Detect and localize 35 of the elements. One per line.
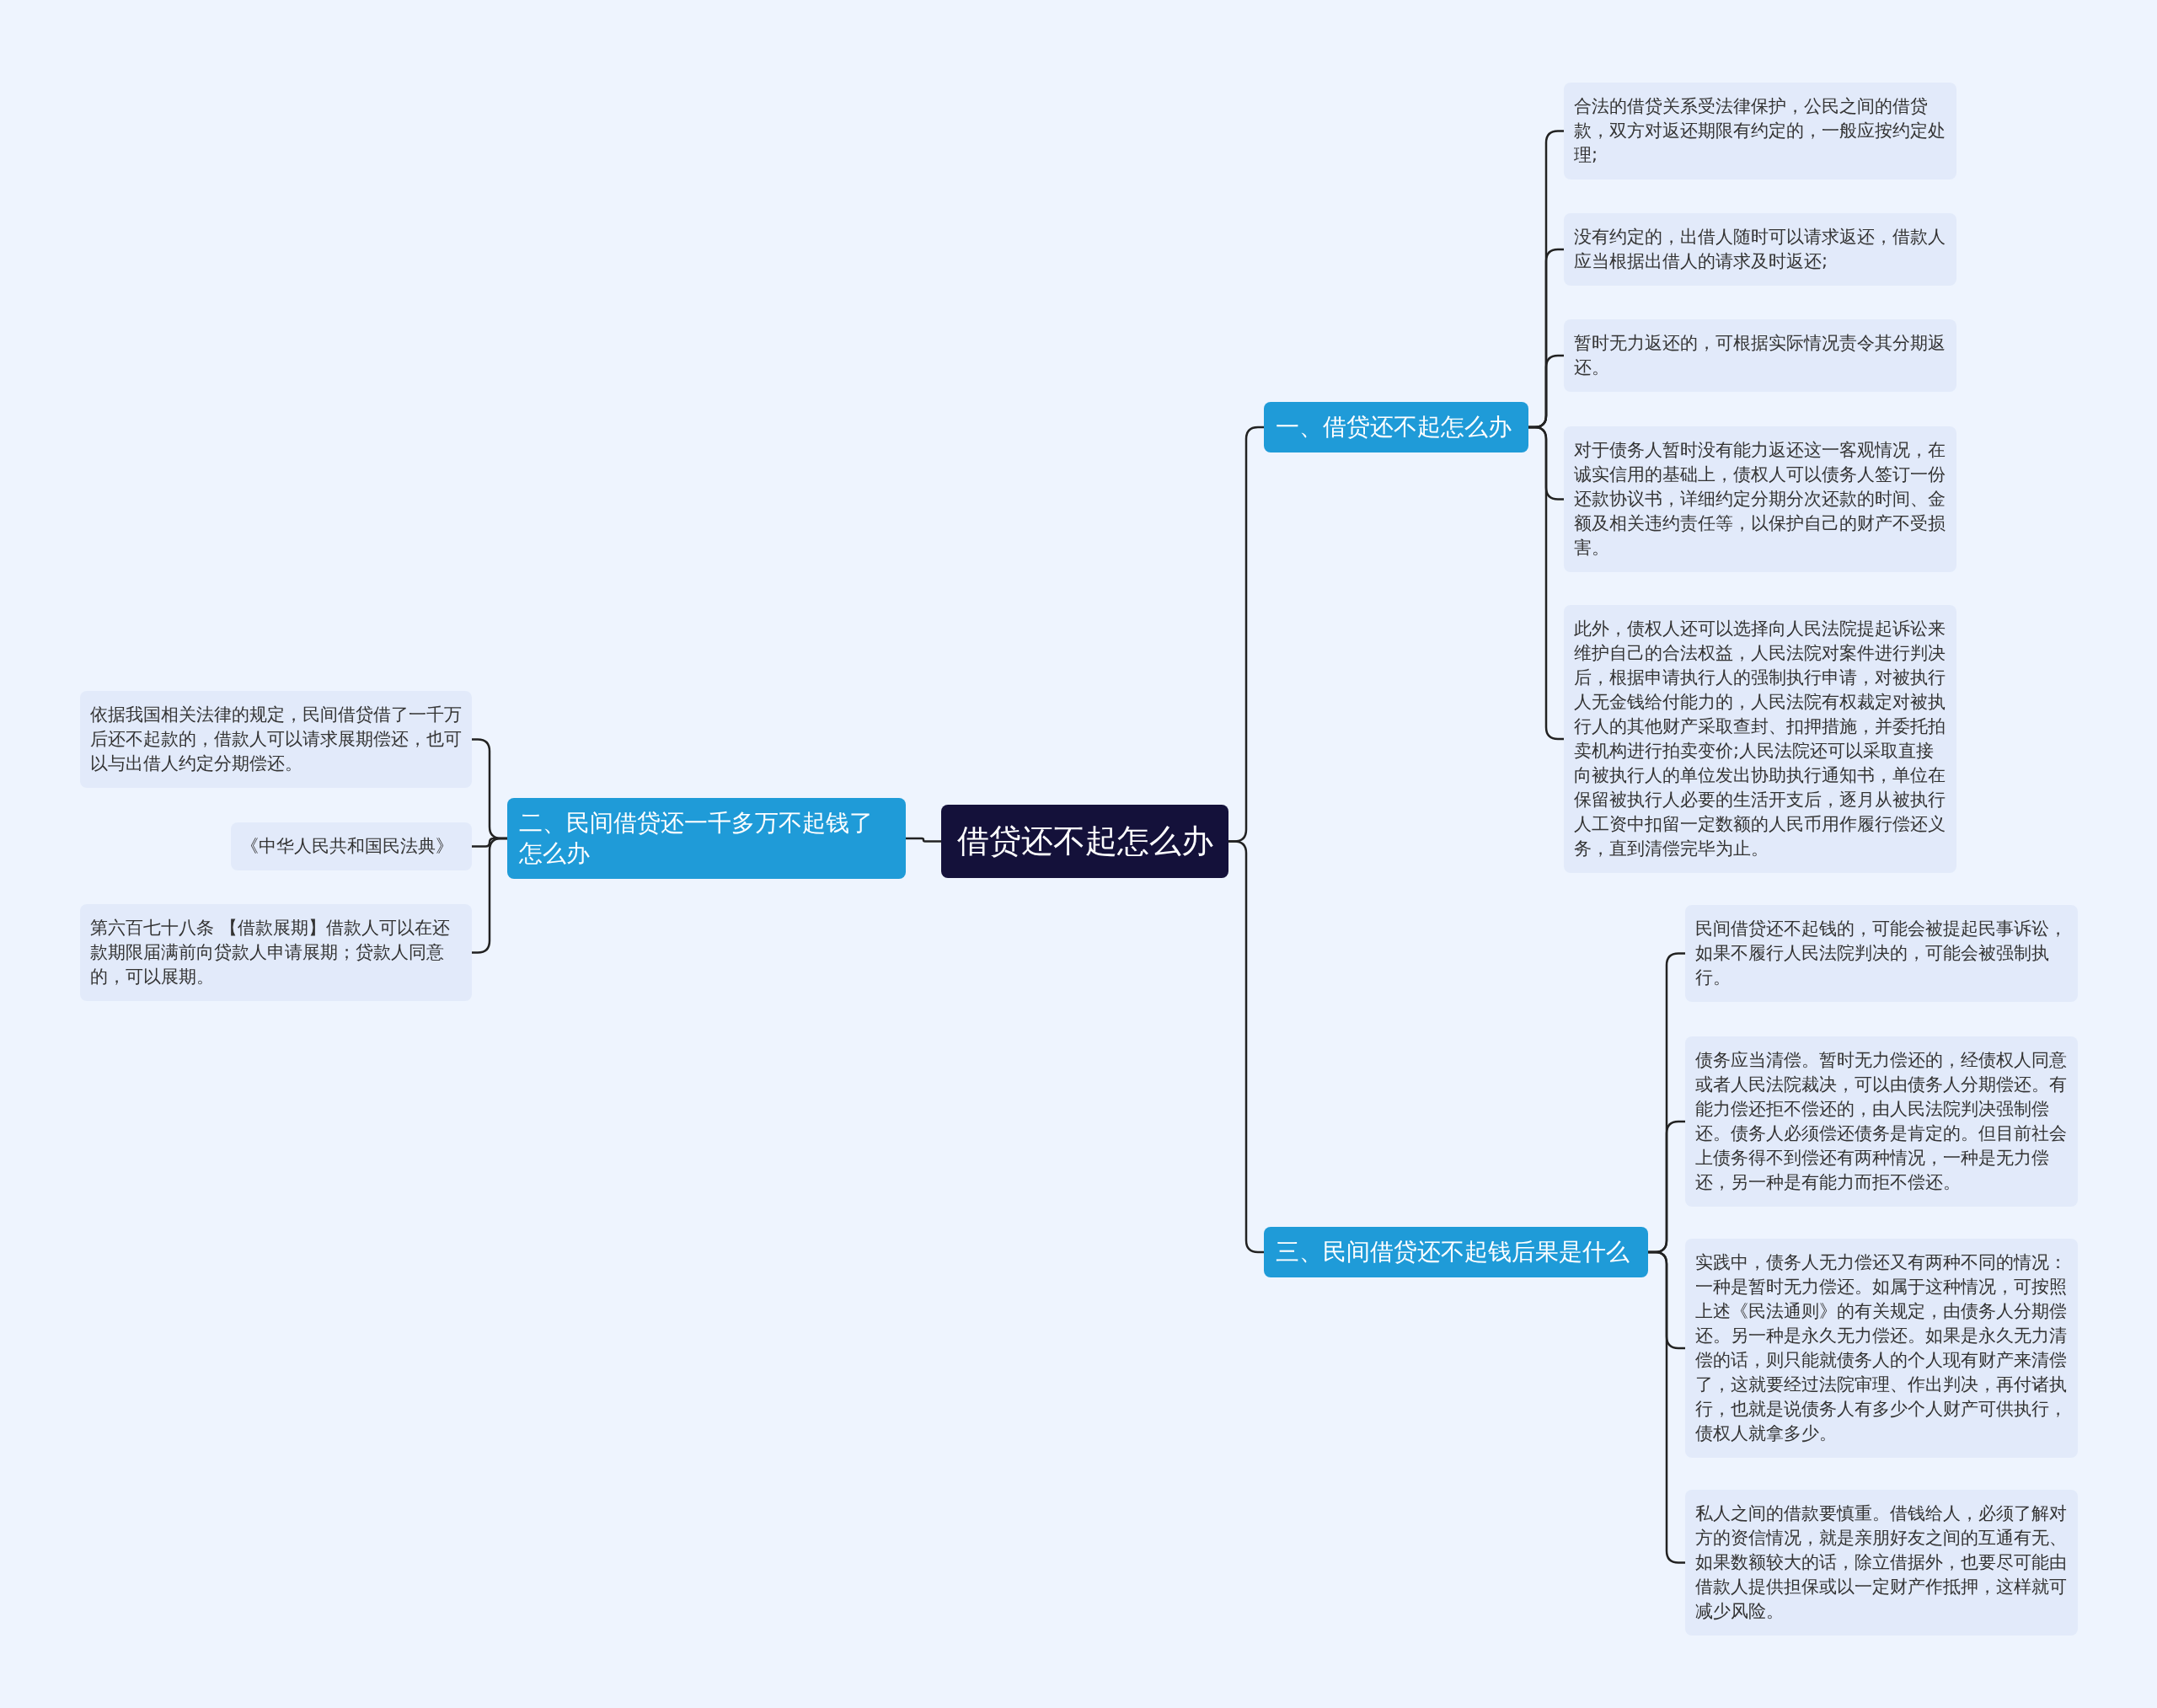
note-box	[1685, 905, 2078, 1002]
topic-text: 合法的借贷关系受法律保护，公民之间的借贷款，双方对返还期限有约定的，一般应按约定处理;	[1574, 95, 1946, 167]
note-box	[1564, 319, 1956, 392]
note-box	[1685, 1036, 2078, 1207]
topic-text: 实践中，债务人无力偿还又有两种不同的情况：一种是暂时无力偿还。如属于这种情况，可按照上述《民法通则》的有关规定，由债务人分期偿还。另一种是永久无力偿还。如果是永久无力清偿的话，则只能就债务人的个人现有财产来清偿了，这就要经过法院审理、作出判决，再付诸执行，也就是说债务人有多少个人财产可供执行，债权人就拿多少。	[1695, 1251, 2068, 1445]
topic-text: 二、民间借贷还一千多万不起钱了怎么办	[519, 808, 874, 869]
connector-line	[472, 837, 507, 954]
note-box	[1685, 1239, 2078, 1458]
connector-line	[1228, 840, 1264, 1254]
topic-text: 私人之间的借款要慎重。借钱给人，必须了解对方的资信情况，就是亲朋好友之间的互通有无、如果数额较大的话，除立借据外，也要尽可能由借款人提供担保或以一定财产作抵押，这样就可减少风险。	[1695, 1502, 2068, 1623]
connector-line	[1648, 1250, 1685, 1564]
note-box	[80, 904, 472, 1001]
branch-topic-box	[507, 798, 906, 879]
note-box	[1564, 83, 1956, 179]
topic-text: 暂时无力返还的，可根据实际情况责令其分期返还。	[1574, 332, 1946, 379]
topic-text: 债务应当清偿。暂时无力偿还的，经债权人同意或者人民法院裁决，可以由债务人分期偿还。有能力偿还拒不偿还的，由人民法院判决强制偿还。债务人必须偿还债务是肯定的。但目前社会上债务得不到偿还有两种情况，一种是无力偿还，另一种是有能力而拒不偿还。	[1695, 1049, 2068, 1194]
note-box	[231, 822, 472, 870]
topic-text: 《中华人民共和国民法典》	[241, 835, 454, 858]
topic-text: 对于债务人暂时没有能力返还这一客观情况，在诚实信用的基础上，债权人可以债务人签订一份还款协议书，详细约定分期分次还款的时间、金额及相关违约责任等，以保护自己的财产不受损害。	[1574, 439, 1946, 560]
topic-text: 三、民间借贷还不起钱后果是什么	[1276, 1237, 1630, 1267]
topic-text: 依据我国相关法律的规定，民间借贷借了一千万后还不起款的，借款人可以请求展期偿还，也可以与出借人约定分期偿还。	[90, 704, 462, 775]
note-box	[1564, 426, 1956, 572]
note-box	[80, 691, 472, 788]
note-box	[1564, 213, 1956, 286]
topic-text: 此外，债权人还可以选择向人民法院提起诉讼来维护自己的合法权益，人民法院对案件进行判决后，根据申请执行人的强制执行申请，对被执行人无金钱给付能力的，人民法院有权裁定对被执行人的其他财产采取查封、扣押措施，并委托拍卖机构进行拍卖变价;人民法院还可以采取直接向被执行人的单位发出协助执行通知书，单位在保留被执行人必要的生活开支后，逐月从被执行人工资中扣留一定数额的人民币用作履行偿还义务，直到清偿完毕为止。	[1574, 618, 1946, 860]
topic-text: 民间借贷还不起钱的，可能会被提起民事诉讼，如果不履行人民法院判决的，可能会被强制执行。	[1695, 918, 2068, 989]
topic-text: 一、借贷还不起怎么办	[1276, 412, 1512, 442]
connector-line	[906, 837, 941, 843]
topic-text: 第六百七十八条 【借款展期】借款人可以在还款期限届满前向贷款人申请展期；贷款人同意的，可以展期。	[90, 917, 451, 988]
topic-text: 没有约定的，出借人随时可以请求返还，借款人应当根据出借人的请求及时返还;	[1574, 226, 1946, 273]
branch-topic-box	[1264, 402, 1528, 452]
branch-topic-box	[1264, 1227, 1648, 1277]
note-box	[1685, 1490, 2078, 1636]
topic-text: 借贷还不起怎么办	[955, 822, 1214, 861]
root-topic-box	[941, 805, 1228, 878]
